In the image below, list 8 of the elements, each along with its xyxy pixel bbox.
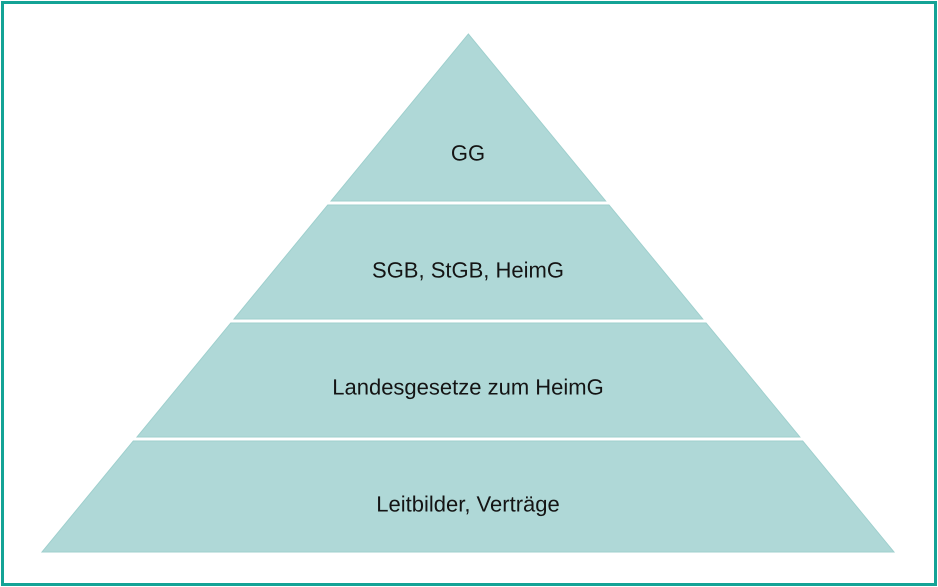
tier-label: GG <box>450 140 486 166</box>
pyramid-tier <box>234 205 702 319</box>
tier-label: Leitbilder, Verträge <box>376 491 560 517</box>
tier-label: Landesgesetze zum HeimG <box>332 374 604 400</box>
pyramid-tier <box>330 34 606 201</box>
tier-label: SGB, StGB, HeimG <box>372 257 564 283</box>
pyramid-tier <box>42 441 894 552</box>
pyramid-tier <box>136 323 800 437</box>
